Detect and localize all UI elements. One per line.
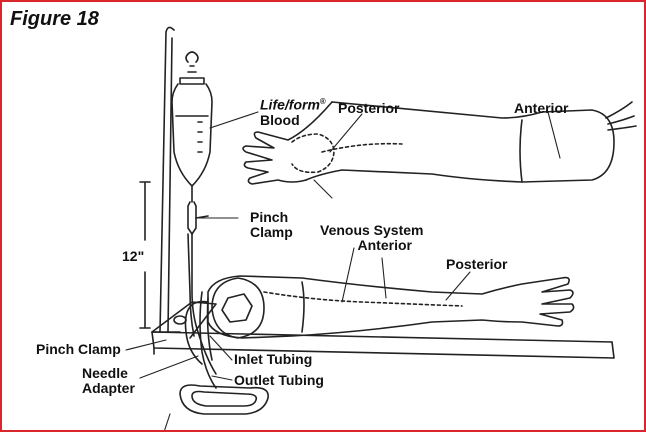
inlet-tubing-label: Inlet Tubing (234, 352, 312, 367)
anterior-top-label: Anterior (514, 101, 568, 116)
height-label: 12" (122, 249, 144, 264)
table (152, 332, 614, 358)
bottom-arm (208, 276, 574, 338)
venous-system-text: Venous System (320, 222, 424, 238)
pinch-clamp-lower-label: Pinch Clamp (36, 342, 121, 357)
blood-text: Blood (260, 112, 300, 128)
clamp-text: Clamp (250, 224, 293, 240)
collection-basin (180, 385, 268, 414)
pinch-text: Pinch (250, 209, 288, 225)
lifeform-brand: Life/form (260, 97, 320, 113)
registered-mark: ® (320, 97, 326, 106)
pinch-clamp-upper-label: Pinch Clamp (250, 210, 293, 240)
iv-pole (152, 27, 180, 332)
venous-system-label: Venous System Anterior (320, 223, 424, 253)
outlet-tubing-label: Outlet Tubing (234, 373, 324, 388)
posterior-bottom-label: Posterior (446, 257, 507, 272)
blood-bag (172, 52, 212, 202)
lifeform-blood-label: Life/form® Blood (260, 94, 326, 128)
leader-lines (126, 112, 560, 432)
posterior-top-label: Posterior (338, 101, 399, 116)
needle-text: Needle (82, 365, 128, 381)
adapter-text: Adapter (82, 380, 135, 396)
needle-adapter-label: Needle Adapter (82, 366, 135, 396)
venous-anterior-text: Anterior (332, 237, 412, 253)
